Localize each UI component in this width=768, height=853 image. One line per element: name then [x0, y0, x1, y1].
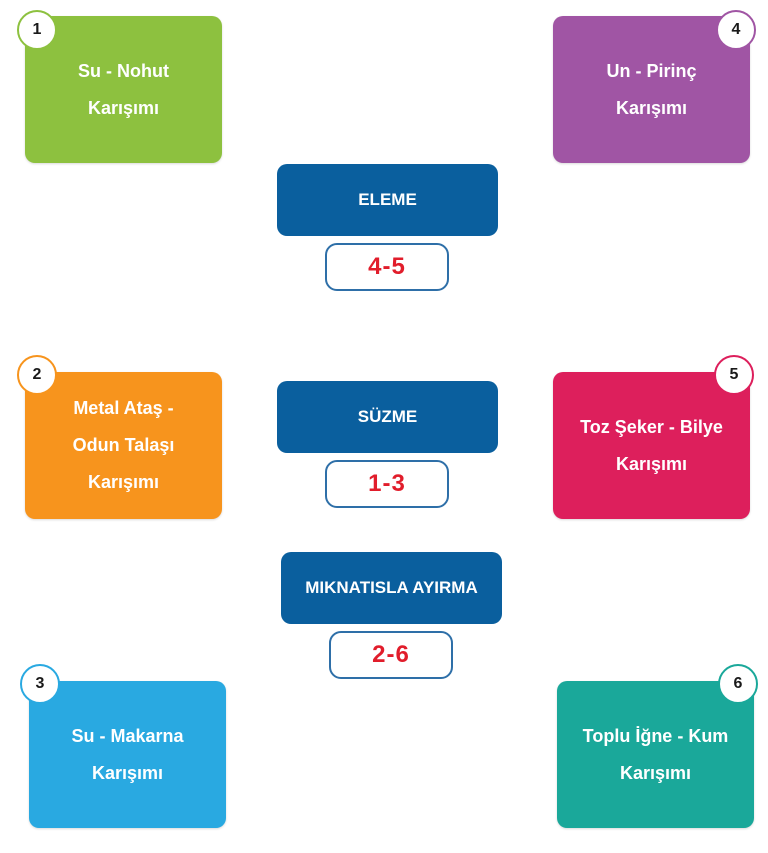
mixture-card-4: Un - Pirinç Karışımı [553, 16, 750, 163]
mixture-card-3: Su - Makarna Karışımı [29, 681, 226, 828]
mixture-card-1: Su - Nohut Karışımı [25, 16, 222, 163]
mixture-label-line: Metal Ataş - [73, 398, 174, 418]
mixture-label-line: Karışımı [91, 762, 164, 783]
answer-box-suzme[interactable]: 1-3 [325, 460, 449, 508]
mixture-number-badge-1: 1 [17, 10, 57, 50]
mixture-number-badge-3: 3 [20, 664, 60, 704]
mixture-label-line: Odun Talaşı [72, 435, 175, 455]
method-box-suzme: SÜZME [277, 381, 498, 453]
answer-box-miknatisla-ayirma[interactable]: 2-6 [329, 631, 453, 679]
mixture-label-line: Toz Şeker - Bilye [580, 416, 723, 437]
mixture-number-badge-6: 6 [718, 664, 758, 704]
mixture-number-badge-4: 4 [716, 10, 756, 50]
mixture-card-6: Toplu İğne - Kum Karışımı [557, 681, 754, 828]
mixture-label-line: Karışımı [87, 472, 160, 492]
mixture-label-line: Un - Pirinç [606, 60, 697, 81]
answer-box-eleme[interactable]: 4-5 [325, 243, 449, 291]
mixture-label-line: Su - Nohut [78, 60, 169, 81]
mixture-number-badge-2: 2 [17, 355, 57, 395]
mixture-card-5: Toz Şeker - Bilye Karışımı [553, 372, 750, 519]
mixture-number-badge-5: 5 [714, 355, 754, 395]
mixture-label-line: Su - Makarna [71, 725, 184, 746]
mixture-label-line: Karışımı [615, 453, 688, 474]
mixture-label-line: Karışımı [615, 97, 688, 118]
mixture-label-line: Karışımı [619, 762, 692, 783]
method-box-miknatisla-ayirma: MIKNATISLA AYIRMA [281, 552, 502, 624]
mixture-card-2: Metal Ataş - Odun Talaşı Karışımı [25, 372, 222, 519]
mixture-label-line: Toplu İğne - Kum [582, 725, 729, 746]
method-box-eleme: ELEME [277, 164, 498, 236]
mixture-label-line: Karışımı [87, 97, 160, 118]
